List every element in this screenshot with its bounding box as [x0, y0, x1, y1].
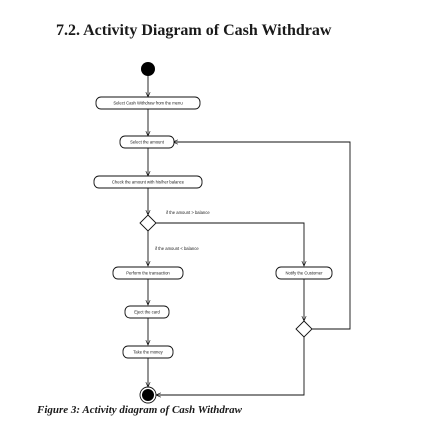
guard-over-balance: if the amount > balance	[166, 210, 210, 215]
activity-eject-card: Eject the card	[124, 305, 170, 319]
activity-label: Eject the card	[134, 310, 160, 315]
activity-select-menu: Select Cash Withdraw from the menu	[95, 96, 201, 110]
control-flows	[148, 76, 351, 395]
activity-label: Select Cash Withdraw from the menu	[113, 101, 183, 106]
flow-merge-back-to-amount	[173, 142, 351, 330]
activity-label: Select the amount	[130, 140, 165, 145]
guard-under-balance: if the amount < balance	[155, 246, 199, 251]
decision-node	[139, 214, 157, 232]
activity-check-amount: Check the amount with his/her balance	[93, 175, 203, 189]
merge-node	[295, 320, 313, 338]
activity-label: Check the amount with his/her balance	[112, 180, 185, 185]
page-title: 7.2. Activity Diagram of Cash Withdraw	[56, 22, 332, 39]
activity-label: Notify the Customer	[285, 271, 323, 276]
activity-take-money: Take the money	[122, 345, 174, 359]
activity-select-amount: Select the amount	[119, 135, 175, 149]
flow-decision-to-notify	[156, 222, 304, 266]
final-node	[139, 386, 157, 404]
flow-merge-to-end	[156, 337, 305, 395]
activity-label: Perform the transaction	[126, 271, 170, 276]
activity-label: Take the money	[133, 350, 163, 355]
figure-caption: Figure 3: Activity diagram of Cash Withd…	[37, 404, 242, 416]
activity-perform-transaction: Perform the transaction	[112, 266, 184, 280]
initial-node	[141, 62, 155, 76]
activity-notify-customer: Notify the Customer	[275, 266, 333, 280]
